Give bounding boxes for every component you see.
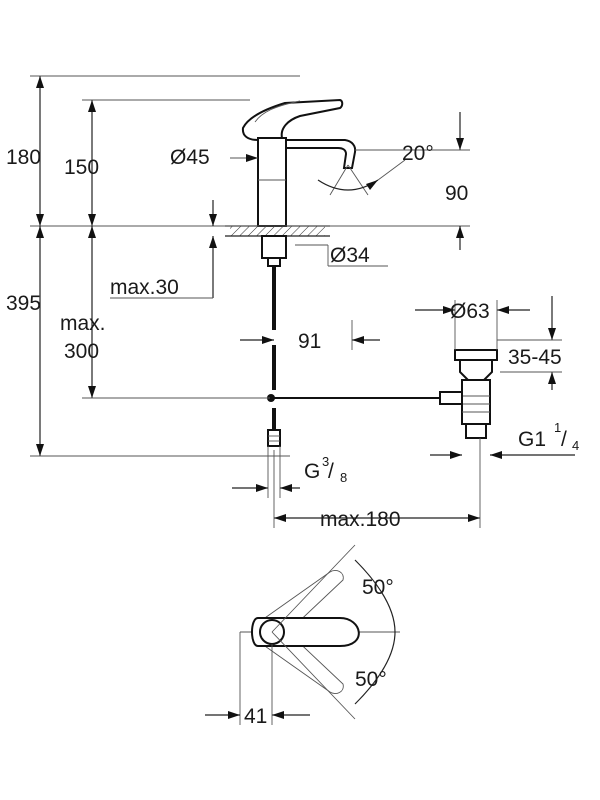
dim-diameter-63: Ø63 <box>450 300 490 323</box>
dim-90: 90 <box>445 182 468 205</box>
dim-angle-50-top: 50° <box>362 576 394 599</box>
dim-supply-thread-main: G <box>304 460 320 483</box>
dim-supply-thread: G 3 / 8 <box>304 454 347 485</box>
waste-assembly <box>439 349 498 439</box>
dim-angle-20: 20° <box>402 142 434 165</box>
dim-waste-thread: G1 1 / 4 <box>518 420 579 453</box>
dim-max-180: max.180 <box>320 508 401 531</box>
dim-35-45: 35-45 <box>508 346 562 369</box>
dim-395: 395 <box>6 292 41 315</box>
dim-max-30: max.30 <box>110 276 179 299</box>
dim-supply-thread-num: 3 <box>322 454 329 469</box>
dim-waste-thread-num: 1 <box>554 420 561 435</box>
dim-max-label: max. <box>60 312 106 335</box>
dim-41: 41 <box>244 705 267 728</box>
dim-waste-thread-den: 4 <box>572 438 579 453</box>
faucet-top-view <box>205 544 400 725</box>
dim-300: 300 <box>64 340 99 363</box>
dimension-labels: 180 150 Ø45 20° 90 Ø34 max.30 395 max. 3… <box>6 142 579 728</box>
dim-diameter-45: Ø45 <box>170 146 210 169</box>
svg-text:/: / <box>561 428 567 451</box>
dim-91: 91 <box>298 330 321 353</box>
svg-text:/: / <box>328 460 334 483</box>
dim-diameter-34: Ø34 <box>330 244 370 267</box>
pull-rod-knob <box>267 394 275 402</box>
dim-150: 150 <box>64 156 99 179</box>
dimension-lines <box>30 75 575 528</box>
dim-waste-thread-main: G1 <box>518 428 546 451</box>
dim-supply-thread-den: 8 <box>340 470 347 485</box>
countertop-hatch <box>230 226 325 236</box>
dim-180: 180 <box>6 146 41 169</box>
dim-angle-50-bottom: 50° <box>355 668 387 691</box>
